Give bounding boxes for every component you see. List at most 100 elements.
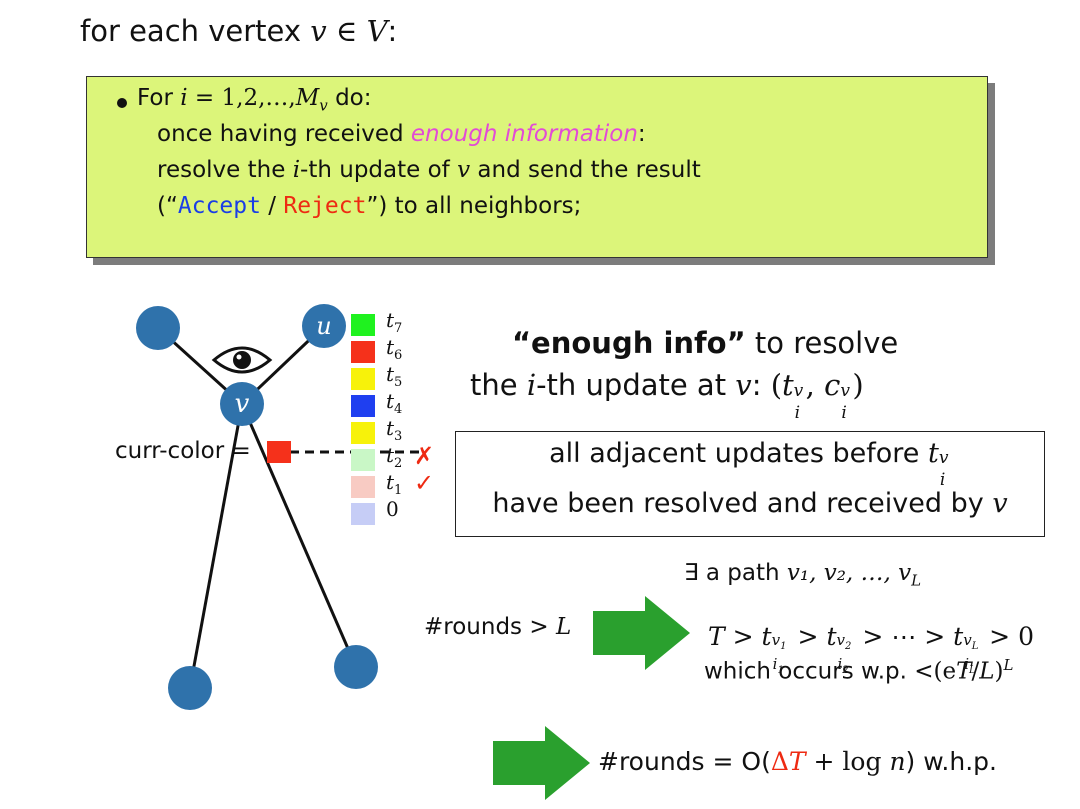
algo-var-i: i — [180, 85, 188, 111]
cond-line1-text: all adjacent updates before — [549, 438, 920, 469]
cond-line2-text: have been resolved and received by — [492, 488, 984, 519]
path-exists: ∃ a path — [684, 560, 780, 586]
palette-label: t5 — [386, 362, 403, 390]
algo-line-1: For i = 1,2,…,Mv do: — [137, 85, 372, 115]
palette-swatch — [351, 395, 375, 417]
algo-var-M: M — [295, 85, 320, 111]
curr-color-swatch — [267, 441, 291, 463]
element-of-symbol: ∈ — [335, 14, 358, 48]
algo-line3-mid: -th update of — [300, 157, 450, 183]
path-sub-L: L — [911, 571, 922, 590]
arrow-icon-2 — [493, 726, 590, 800]
rounds-greater-L: #rounds > L — [424, 614, 571, 640]
palette-label: 0 — [386, 497, 399, 521]
palette-swatch — [351, 476, 375, 498]
palette-label: t4 — [386, 389, 403, 417]
algo-quote-close: ”) to all neighbors; — [366, 193, 582, 219]
path-statement: ∃ a path v₁, v₂, …, vL — [684, 560, 921, 590]
prob-expr: (e — [933, 658, 957, 685]
rounds-bound: #rounds = O(ΔT + log n) w.h.p. — [598, 747, 997, 776]
algo-line3-pre: resolve the — [157, 157, 286, 183]
rounds1-label: #rounds > — [424, 614, 549, 640]
edge-v-c — [188, 403, 244, 689]
prob-sup-L: L — [1003, 656, 1014, 674]
condition-line-2: have been resolved and received by v — [456, 488, 1044, 519]
algo-line2-colon: : — [637, 121, 646, 147]
rounds2-label: #rounds = O( — [598, 747, 771, 776]
rounds2-close: ) w.h.p. — [905, 747, 997, 776]
eye-icon — [211, 346, 273, 374]
curr-color-label: curr-color = — [115, 438, 251, 464]
algo-quote-open: (“ — [157, 193, 178, 219]
prob-close: ) — [994, 658, 1004, 685]
palette-label: t3 — [386, 416, 403, 444]
bullet-icon — [117, 98, 127, 108]
rounds2-T: T — [788, 747, 806, 776]
algo-line-4: (“Accept / Reject”) to all neighbors; — [157, 193, 581, 219]
vertex-u-node — [302, 304, 346, 348]
prob-T: T — [956, 658, 972, 685]
palette-swatch — [351, 368, 375, 390]
algo-line3-v: v — [457, 157, 471, 183]
algo-line3-i: i — [292, 157, 301, 183]
rounds2-plus-log: + log — [813, 747, 882, 776]
prob-text: which occurs w.p. < — [704, 658, 934, 685]
palette-label: t6 — [386, 335, 403, 363]
cross-icon: ✗ — [414, 442, 435, 470]
ei-v: v — [735, 368, 752, 402]
probability-line: which occurs w.p. <(eT/L)L — [704, 656, 1013, 685]
ei-colon: : — [751, 368, 762, 402]
check-icon: ✓ — [414, 469, 435, 497]
algo-do: do: — [335, 85, 372, 111]
cond-v: v — [992, 488, 1008, 519]
algo-sub-v: v — [319, 96, 328, 115]
heading-text: for each vertex — [80, 14, 302, 48]
ei-i: i — [526, 368, 537, 402]
palette-swatch — [351, 341, 375, 363]
palette-swatch — [351, 449, 375, 471]
rounds1-L: L — [555, 614, 572, 640]
palette-label: t7 — [386, 308, 403, 336]
ei-mid: -th update at — [536, 368, 727, 402]
algorithm-box: For i = 1,2,…,Mv do: once having receive… — [86, 76, 988, 258]
heading-var-V: V — [366, 14, 388, 48]
rounds2-delta: Δ — [770, 747, 789, 776]
algo-slash: / — [260, 193, 284, 219]
enough-info-bold: “enough info” — [512, 326, 746, 360]
vertex-v-node — [220, 382, 264, 426]
vertex-node — [334, 645, 378, 689]
palette-swatch — [351, 422, 375, 444]
ei-pre: the — [470, 368, 518, 402]
algo-for: For — [137, 85, 173, 111]
palette-label: t2 — [386, 443, 403, 471]
heading-colon: : — [387, 14, 398, 48]
algo-line-2: once having received enough information: — [157, 121, 646, 147]
vertex-u-label: u — [316, 312, 331, 340]
accept-label: Accept — [177, 193, 261, 219]
algo-line3-post: and send the result — [477, 157, 701, 183]
ineq-gt: > — [732, 622, 754, 651]
algo-range: = 1,2,…, — [194, 85, 296, 111]
enough-info-rest: to resolve — [754, 326, 899, 360]
palette-label: t1 — [386, 470, 403, 498]
prob-L: L — [979, 658, 995, 685]
algo-line-3: resolve the i-th update of v and send th… — [157, 157, 701, 183]
prob-slash: / — [971, 658, 980, 685]
enough-information-highlight: enough information — [410, 121, 638, 147]
arrow-icon-1 — [593, 596, 690, 670]
enough-info-title: “enough info” to resolve — [512, 326, 898, 360]
path-seq: v₁, v₂, …, v — [786, 560, 912, 586]
edge-v-d — [240, 403, 358, 668]
reject-label: Reject — [283, 193, 367, 219]
ineq-dots: ⋯ — [891, 622, 917, 651]
slide-heading: for each vertex v ∈ V: — [80, 14, 397, 48]
ineq-T: T — [708, 622, 725, 651]
